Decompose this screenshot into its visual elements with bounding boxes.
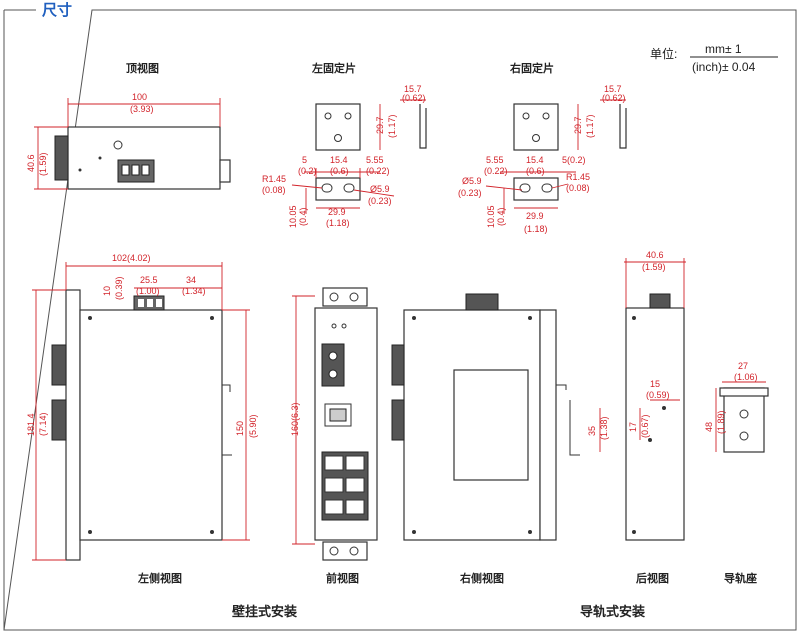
dim-lb-d: Ø5.9 bbox=[370, 184, 390, 194]
unit-numerator: mm± 1 bbox=[705, 42, 742, 56]
rail-base-view: 27 (1.06) 48 (1.89) bbox=[704, 361, 769, 453]
dim-rb-r: R1.45 bbox=[566, 172, 590, 182]
dim-lb-c-in: (0.22) bbox=[366, 166, 390, 176]
dim-rb-e-in: (0.4) bbox=[496, 207, 506, 226]
dim-ls-34-in: (1.34) bbox=[182, 286, 206, 296]
dim-rb-c: 5(0.2) bbox=[562, 155, 586, 165]
label-left-bracket: 左固定片 bbox=[311, 61, 356, 75]
dim-ls-height: 181.4 bbox=[26, 413, 36, 436]
right-bracket-view: 29.7 (1.17) 15.7 (0.62) 5.55 (0.22) 15.4… bbox=[458, 84, 627, 234]
front-view: 160(6.3) bbox=[290, 287, 378, 561]
dim-rv-width-in: (1.59) bbox=[642, 262, 666, 272]
dim-lb-r-in: (0.08) bbox=[262, 185, 286, 195]
dim-rail-height: 48 bbox=[704, 422, 714, 432]
label-right-bracket: 右固定片 bbox=[509, 61, 554, 75]
section-wall: 壁挂式安装 bbox=[232, 604, 297, 619]
dim-rb-r-in: (0.08) bbox=[566, 183, 590, 193]
dim-rb-height-in: (1.17) bbox=[585, 114, 595, 138]
dim-rb-thick: 15.7 bbox=[604, 84, 622, 94]
label-rail-base: 导轨座 bbox=[724, 571, 757, 585]
dim-top-height: 40.6 bbox=[26, 154, 36, 172]
dim-lb-height: 29.7 bbox=[375, 116, 385, 134]
dim-lb-f-in: (1.18) bbox=[326, 218, 350, 228]
label-rear: 后视图 bbox=[636, 571, 669, 585]
dim-rb-d-in: (0.23) bbox=[458, 188, 482, 198]
dim-rb-e: 10.05 bbox=[486, 205, 496, 228]
dim-rb-d: Ø5.9 bbox=[462, 176, 482, 186]
dim-lb-r: R1.45 bbox=[262, 174, 286, 184]
left-bracket-view: 29.7 (1.17) 15.7 (0.62) 5 (0.2) 15.4 (0.… bbox=[262, 84, 427, 228]
right-side-view: 35 (1.38) bbox=[391, 293, 609, 541]
dim-rs-35: 35 bbox=[587, 426, 597, 436]
dim-lb-d-in: (0.23) bbox=[368, 196, 392, 206]
dim-lb-thick: 15.7 bbox=[404, 84, 422, 94]
dim-rb-f: 29.9 bbox=[526, 211, 544, 221]
dim-lb-b: 15.4 bbox=[330, 155, 348, 165]
header-title: 尺寸 bbox=[42, 1, 72, 19]
dim-ls-150-in: (5.90) bbox=[248, 414, 258, 438]
dim-rb-thick-in: (0.62) bbox=[602, 93, 626, 103]
dim-rv-15: 15 bbox=[650, 379, 660, 389]
dim-lb-f: 29.9 bbox=[328, 207, 346, 217]
dim-ls-150: 150 bbox=[235, 421, 245, 436]
top-view: 100 (3.93) 40.6 (1.59) bbox=[26, 92, 231, 190]
dim-rail-width-in: (1.06) bbox=[734, 372, 758, 382]
dim-top-height-in: (1.59) bbox=[38, 152, 48, 176]
dim-lb-e: 10.05 bbox=[288, 205, 298, 228]
unit-denominator: (inch)± 0.04 bbox=[692, 60, 756, 74]
dim-ls-10: 10 bbox=[102, 286, 112, 296]
section-rail: 导轨式安装 bbox=[580, 604, 645, 619]
dim-front-height: 160(6.3) bbox=[290, 402, 300, 436]
dim-rv-width: 40.6 bbox=[646, 250, 664, 260]
dim-lb-thick-in: (0.62) bbox=[402, 93, 426, 103]
rear-view: 40.6 (1.59) 15 (0.59) 17 (0.67) bbox=[624, 250, 686, 541]
label-right-side: 右侧视图 bbox=[459, 571, 504, 585]
dim-rv-17-in: (0.67) bbox=[640, 414, 650, 438]
dim-ls-height-in: (7.14) bbox=[38, 412, 48, 436]
dim-top-width-in: (3.93) bbox=[130, 104, 154, 114]
dim-rail-height-in: (1.89) bbox=[716, 410, 726, 434]
dim-rb-a: 5.55 bbox=[486, 155, 504, 165]
dim-rv-17: 17 bbox=[628, 422, 638, 432]
dim-rv-15-in: (0.59) bbox=[646, 390, 670, 400]
dim-rb-f-in: (1.18) bbox=[524, 224, 548, 234]
dim-ls-width: 102(4.02) bbox=[112, 253, 151, 263]
dim-rb-height: 29.7 bbox=[573, 116, 583, 134]
dim-rb-b: 15.4 bbox=[526, 155, 544, 165]
dim-ls-34: 34 bbox=[186, 275, 196, 285]
dim-top-width: 100 bbox=[132, 92, 147, 102]
unit-label: 单位: bbox=[650, 46, 677, 61]
label-front: 前视图 bbox=[326, 571, 359, 585]
dim-rail-width: 27 bbox=[738, 361, 748, 371]
left-side-view: 102(4.02) 10 (0.39) 25.5 (1.00) 34 (1.34… bbox=[26, 253, 258, 561]
dim-lb-a: 5 bbox=[302, 155, 307, 165]
frame-border bbox=[3, 9, 797, 631]
dim-lb-height-in: (1.17) bbox=[387, 114, 397, 138]
dim-rs-35-in: (1.38) bbox=[599, 416, 609, 440]
label-left-side: 左侧视图 bbox=[137, 571, 182, 585]
dim-lb-b-in: (0.6) bbox=[330, 166, 349, 176]
dim-ls-25: 25.5 bbox=[140, 275, 158, 285]
dim-rb-a-in: (0.22) bbox=[484, 166, 508, 176]
dim-ls-25-in: (1.00) bbox=[136, 286, 160, 296]
label-top-view: 顶视图 bbox=[126, 61, 159, 75]
dim-lb-e-in: (0.4) bbox=[298, 207, 308, 226]
dim-lb-c: 5.55 bbox=[366, 155, 384, 165]
dim-lb-a-in: (0.2) bbox=[298, 166, 317, 176]
dim-ls-10-in: (0.39) bbox=[114, 276, 124, 300]
dim-rb-b-in: (0.6) bbox=[526, 166, 545, 176]
